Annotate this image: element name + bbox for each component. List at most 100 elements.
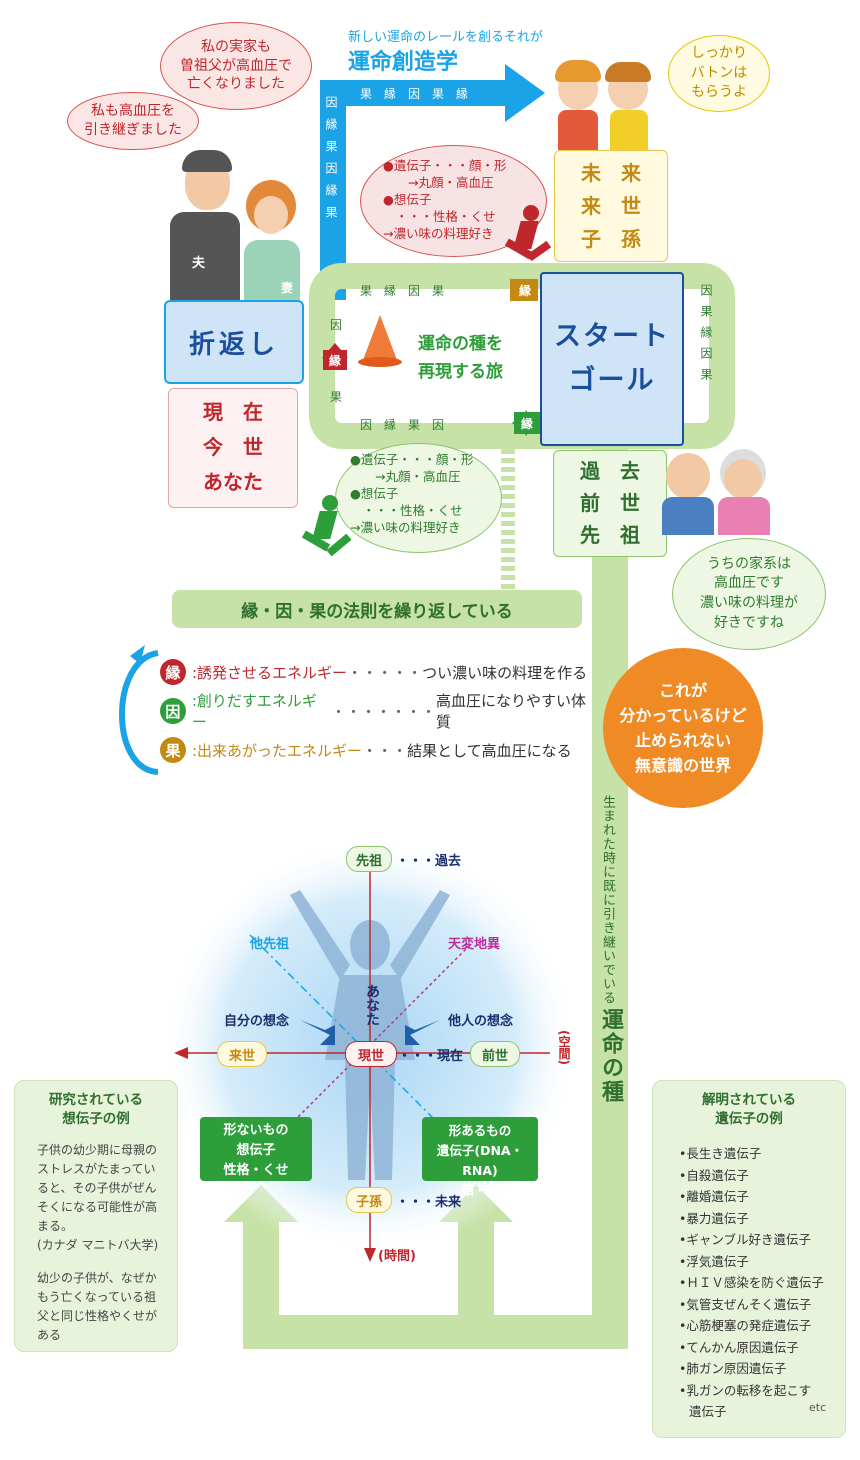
- legend-row-en: 縁 :誘発させるエネルギー ・・・・・ つい濃い味の料理を作る: [160, 657, 600, 687]
- formless-line-1: 形ないもの: [223, 1123, 289, 1138]
- gene-item: •心筋梗塞の発症遺伝子: [679, 1318, 812, 1333]
- form-line-1: 形あるもの: [448, 1123, 512, 1138]
- legend-row-in: 因 :創りだすエネルギー ・・・・・・・ 高血圧になりやすい体質: [160, 692, 600, 731]
- green-rail-vertical: [592, 440, 628, 1340]
- past-line-3: 先 祖: [580, 523, 640, 547]
- wife-illustration: [240, 180, 302, 300]
- formless-line-3: 性格・くせ: [223, 1163, 289, 1178]
- cycle-arrowhead: [130, 645, 145, 664]
- label-time: (時間): [378, 1249, 416, 1264]
- past-box: 過 去 前 世 先 祖: [553, 450, 667, 557]
- past-line-1: 過 去: [580, 459, 640, 483]
- legend-desc-in: 高血圧になりやすい体質: [436, 692, 587, 731]
- node-past-life: 前世: [470, 1041, 520, 1067]
- goal-label: ゴール: [568, 365, 656, 396]
- gene-bubble-bottom-text: ●遺伝子・・・顔・形 →丸顔・高血圧 ●想伝子 ・・・性格・くせ →濃い味の料理…: [350, 452, 474, 535]
- husband-label: 夫: [192, 256, 206, 271]
- start-goal-box: スタート ゴール: [540, 272, 684, 446]
- blue-rail-horizontal: [320, 80, 510, 106]
- left-panel-title-2: 想伝子の例: [62, 1111, 130, 1127]
- start-label: スタート: [554, 321, 670, 352]
- legend-label-en: :誘発させるエネルギー: [192, 663, 348, 682]
- gene-item-last-text: 遺伝子: [689, 1404, 727, 1419]
- node-descendant-note: ・・・未来: [396, 1195, 462, 1210]
- legend-label-in: :創りだすエネルギー: [191, 692, 317, 731]
- node-next-life: 来世: [217, 1041, 267, 1067]
- gene-item: •自殺遺伝子: [679, 1167, 749, 1183]
- header-tagline: 新しい運命のレールを創るそれが: [348, 30, 544, 45]
- green-rail-left-up: [243, 1220, 279, 1320]
- present-box: 現 在 今 世 あなた: [168, 388, 298, 508]
- legend-dots-ka: ・・・: [362, 741, 408, 760]
- legend-dots-in: ・・・・・・・: [331, 702, 437, 721]
- loop-right-text: 因果縁因果: [699, 284, 713, 389]
- legend-badge-en: 縁: [160, 659, 186, 685]
- gene-bubble-top-text: ●遺伝子・・・顔・形 →丸顔・高血圧 ●想伝子 ・・・性格・くせ →濃い味の料理…: [383, 158, 507, 241]
- node-descendant: 子孫: [346, 1187, 392, 1213]
- time-arrow: [364, 1248, 376, 1262]
- cone-shape: [363, 315, 397, 360]
- bubble-inherit: 私も高血圧を 引き継ぎました: [67, 92, 199, 150]
- future-line-2: 来 世: [581, 194, 641, 218]
- form-box: 形あるもの 遺伝子(DNA・RNA) 顔・形: [422, 1117, 538, 1198]
- loop-left-top-char: 因: [330, 318, 343, 332]
- present-line-2: 今 世: [203, 435, 263, 459]
- gene-bubble-bottom: ●遺伝子・・・顔・形 →丸顔・高血圧 ●想伝子 ・・・性格・くせ →濃い味の料理…: [335, 443, 502, 553]
- loop-center-text: 運命の種を 再現する旅: [418, 330, 503, 386]
- gene-item: •暴力遺伝子: [679, 1210, 749, 1226]
- bubble-family: うちの家系は 高血圧です 濃い味の料理が 好きですね: [672, 538, 826, 650]
- node-ancestor-note: ・・・過去: [396, 854, 462, 869]
- label-disaster: 天変地異: [448, 937, 501, 952]
- formless-line-2: 想伝子: [236, 1143, 276, 1158]
- cycle-arc: [119, 650, 159, 775]
- left-panel: 研究されている 想伝子の例 子供の幼少期に母親のストレスがたまっていると、その子…: [14, 1080, 178, 1352]
- children-illustration: [550, 60, 660, 150]
- gene-item-last: 遺伝子 etc: [679, 1401, 845, 1423]
- present-line-1: 現 在: [203, 400, 263, 424]
- blue-rail-arrowhead: [505, 64, 545, 122]
- green-rail-bottom: [243, 1315, 628, 1349]
- form-line-2: 遺伝子(DNA・RNA): [436, 1143, 524, 1178]
- label-you: あなた: [364, 984, 380, 1026]
- bubble-grandfather: 私の実家も 曽祖父が高血圧で 亡くなりました: [160, 22, 312, 110]
- unconscious-line-2: 分かっているけど: [619, 706, 747, 725]
- blue-diagonal: [249, 934, 441, 1126]
- en-badge-orange: 縁: [512, 279, 538, 301]
- unconscious-line-1: これが: [658, 681, 707, 700]
- future-line-3: 子 孫: [581, 227, 641, 251]
- loop-bottom-text: 因 縁 果 因: [360, 418, 445, 432]
- node-this-life: 現世: [345, 1041, 397, 1067]
- unconscious-circle: これが 分かっているけど 止められない 無意識の世界: [603, 648, 763, 808]
- label-self-thought: 自分の想念: [224, 1014, 290, 1029]
- wife-label: 妻: [281, 281, 294, 295]
- past-line-2: 前 世: [580, 491, 640, 515]
- gene-etc: etc: [809, 1401, 827, 1414]
- legend-badge-in: 因: [160, 698, 186, 724]
- en-badge-green: 縁: [514, 412, 540, 434]
- vertical-seed-text: 運命の種: [598, 1008, 623, 1104]
- node-ancestor: 先祖: [346, 846, 392, 872]
- left-panel-title-1: 研究されている: [48, 1092, 144, 1108]
- gene-item: •長生き遺伝子: [679, 1146, 762, 1161]
- bubble-kids: しっかり バトンは もらうよ: [668, 35, 770, 112]
- loop-center-line-1: 運命の種を: [418, 334, 503, 354]
- gene-item: •浮気遺伝子: [679, 1253, 749, 1269]
- left-panel-body-2: 幼少の子供が、なぜかもう亡くなっている祖父と同じ性格やくせがある: [37, 1271, 158, 1342]
- right-panel: 解明されている 遺伝子の例 •長生き遺伝子 •自殺遺伝子 •離婚遺伝子 •暴力遺…: [652, 1080, 846, 1438]
- label-other-ancestor: 他先祖: [250, 937, 290, 952]
- purple-diagonal: [289, 944, 471, 1126]
- legend-label-ka: :出来あがったエネルギー: [192, 741, 363, 760]
- law-banner: 縁・因・果の法則を繰り返している: [172, 590, 582, 628]
- gene-item: •肺ガン原因遺伝子: [679, 1361, 787, 1376]
- en-badge-red: 縁: [323, 350, 347, 370]
- grandparents-illustration: [662, 445, 772, 535]
- unconscious-line-4: 無意識の世界: [634, 756, 731, 775]
- gene-item: •離婚遺伝子: [679, 1189, 749, 1204]
- legend: 縁 :誘発させるエネルギー ・・・・・ つい濃い味の料理を作る 因 :創りだすエ…: [160, 657, 600, 765]
- left-panel-body-1: 子供の幼少期に母親のストレスがたまっていると、その子供がぜんそくになる可能性が高…: [37, 1143, 158, 1233]
- label-other-thought: 他人の想念: [448, 1014, 514, 1029]
- green-rail-right-up: [458, 1220, 494, 1320]
- rail-left-text: 因縁果因縁果: [324, 96, 338, 228]
- space-arrow: [174, 1047, 188, 1059]
- legend-row-ka: 果 :出来あがったエネルギー ・・・ 結果として高血圧になる: [160, 735, 600, 765]
